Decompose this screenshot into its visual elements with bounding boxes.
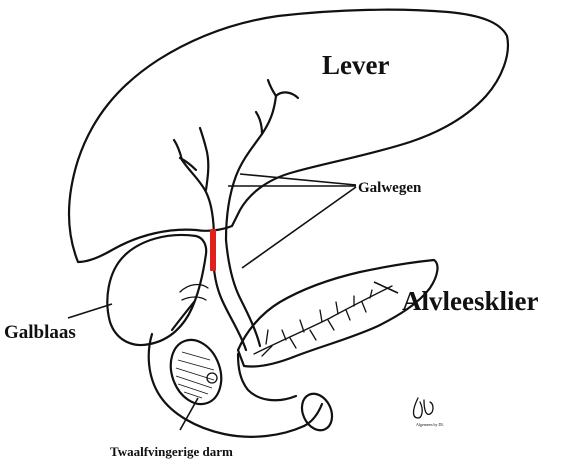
blockage-marker bbox=[210, 229, 216, 271]
gallbladder bbox=[107, 235, 208, 345]
label-pancreas: Alvleesklier bbox=[402, 286, 538, 316]
bile-duct-tree bbox=[174, 80, 298, 350]
artist-signature: Algemeen by DL bbox=[414, 398, 445, 427]
signature-mark bbox=[414, 398, 434, 418]
label-duodenum: Twaalfvingerige darm bbox=[110, 444, 233, 459]
leader-lines bbox=[68, 174, 398, 430]
duodenum bbox=[149, 302, 338, 437]
label-bile-ducts: Galwegen bbox=[358, 180, 422, 196]
liver-outline bbox=[69, 10, 508, 262]
label-gallbladder: Galblaas bbox=[4, 322, 76, 343]
credit-text: Algemeen by DL bbox=[416, 422, 444, 427]
label-liver: Lever bbox=[322, 50, 389, 80]
